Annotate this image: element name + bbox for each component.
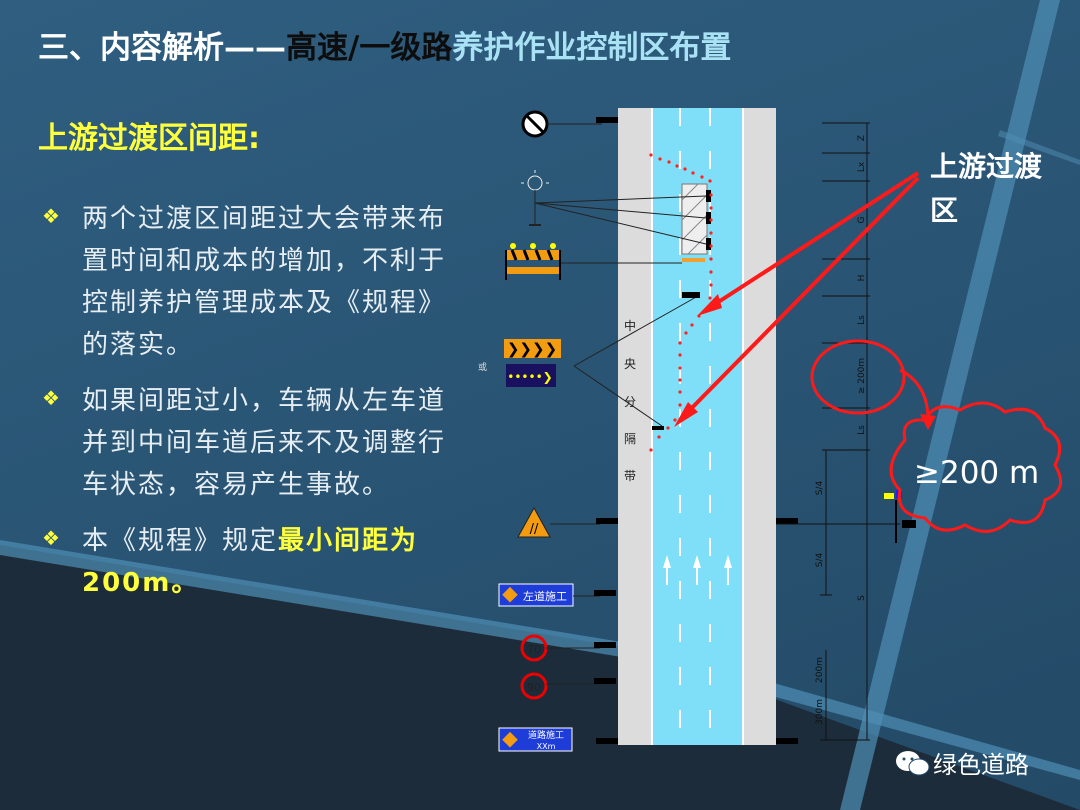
svg-text:200m: 200m (815, 657, 825, 683)
cone-taper (649, 153, 713, 452)
bullet-item: ❖ 如果间距过小，车辆从左车道并到中间车道后来不及调整行车状态，容易产生事故。 (42, 380, 462, 506)
or-label: 或 (478, 361, 487, 373)
svg-text:中: 中 (624, 318, 636, 333)
svg-text:G: G (857, 216, 867, 223)
bullet-text: 两个过渡区间距过大会带来布置时间和成本的增加，不利于控制养护管理成本及《规程》的… (82, 204, 447, 360)
title-part1: 三、内容解析—— (38, 30, 286, 66)
speed-limit-90-sign: 90 (520, 672, 616, 700)
bullet-text: 如果间距过小，车辆从左车道并到中间车道后来不及调整行车状态，容易产生事故。 (82, 386, 447, 500)
section-heading: 上游过渡区间距: (38, 121, 260, 156)
svg-text:Ls: Ls (857, 425, 867, 435)
highlight-ellipse (810, 339, 906, 415)
svg-text:Lx: Lx (857, 161, 867, 172)
svg-text:左道施工: 左道施工 (523, 589, 567, 603)
watermark-text: 绿色道路 (933, 751, 1029, 779)
speed-limit-70-sign: 70 (520, 634, 616, 662)
bullet-list: ❖ 两个过渡区间距过大会带来布置时间和成本的增加，不利于控制养护管理成本及《规程》… (42, 198, 462, 618)
direction-arrows (663, 555, 732, 585)
svg-text:S/4: S/4 (815, 480, 825, 495)
svg-text:≥ 200m: ≥ 200m (857, 358, 867, 394)
svg-text:S: S (857, 595, 867, 601)
upstream-transition-callout: 上游过渡区 (930, 150, 1043, 227)
median-label: 中 央 分 隔 带 (624, 318, 636, 483)
svg-text:Ls: Ls (857, 315, 867, 325)
bullet-item: ❖ 两个过渡区间距过大会带来布置时间和成本的增加，不利于控制养护管理成本及《规程》… (42, 198, 462, 366)
callout-arrows (678, 171, 920, 422)
svg-text:XXm: XXm (537, 742, 556, 751)
svg-text:300m: 300m (815, 699, 825, 725)
chevron-sign: ❯❯❯❯ (504, 339, 561, 358)
title-part3: 养护作业控制区布置 (452, 30, 732, 66)
dimension-labels: Z Lx G H Ls ≥ 200m Ls S/4 S/4 S 200m 300… (815, 135, 867, 725)
watermark: 绿色道路 (893, 745, 1029, 780)
svg-text:❯❯❯❯: ❯❯❯❯ (507, 340, 557, 358)
barrier-mark (682, 258, 705, 262)
no-overtaking-sign (521, 110, 618, 138)
barricade-sign (505, 243, 561, 280)
svg-text:带: 带 (624, 469, 636, 483)
bullet-icon: ❖ (42, 526, 60, 550)
sign-stand (682, 292, 700, 298)
warning-light-icon (521, 170, 549, 226)
svg-text:隔: 隔 (624, 432, 636, 446)
left-lane-work-sign: 左道施工 (498, 583, 616, 607)
title-part2: 高速/一级路 (286, 30, 453, 66)
svg-text:70: 70 (527, 643, 541, 656)
bullet-icon: ❖ (42, 204, 60, 228)
wechat-icon (896, 750, 930, 775)
page-title: 三、内容解析——高速/一级路养护作业控制区布置 (38, 22, 731, 67)
cloud-callout (889, 401, 1063, 533)
svg-text:道路施工: 道路施工 (528, 729, 564, 741)
svg-text:分: 分 (624, 395, 636, 409)
bullet-prefix: 本《规程》规定 (82, 526, 279, 556)
bullet-item: ❖ 本《规程》规定最小间距为200m。 (42, 520, 462, 604)
bullet-icon: ❖ (42, 386, 60, 410)
arrow-board-sign: •••••❯ (506, 364, 556, 387)
svg-text:•••••❯: •••••❯ (507, 370, 552, 384)
bullet-highlight: 最小间距为200m。 (82, 526, 419, 598)
svg-text:H: H (857, 275, 867, 282)
lane-merge-warning-sign: // (517, 506, 618, 538)
bullet-text: 本《规程》规定最小间距为200m。 (82, 520, 457, 604)
min-distance-callout: ≥200 m (914, 455, 1040, 491)
svg-text:Z: Z (857, 135, 867, 141)
svg-text:S/4: S/4 (815, 552, 825, 567)
svg-text://: // (530, 522, 539, 537)
svg-text:90: 90 (527, 681, 541, 694)
sign-stand (652, 426, 664, 430)
svg-text:央: 央 (624, 357, 636, 371)
